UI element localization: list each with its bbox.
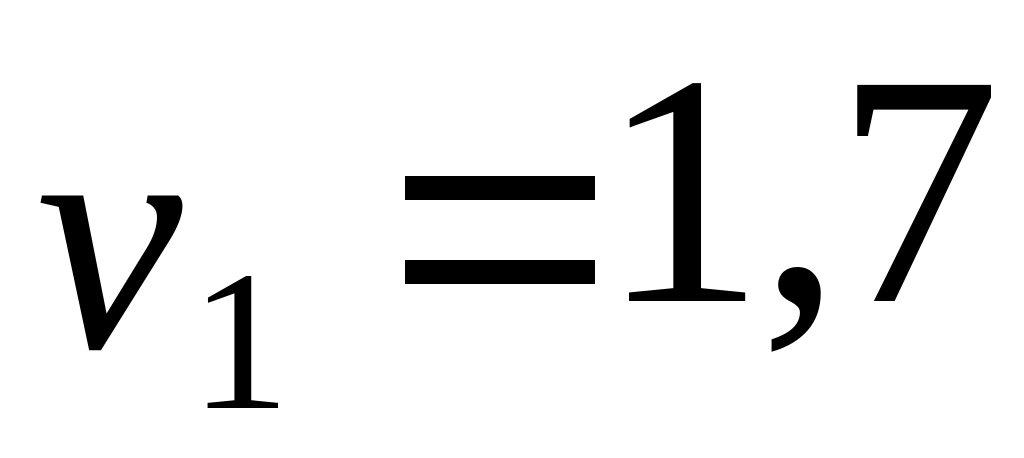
equals-bar-top bbox=[405, 176, 595, 200]
equals-sign bbox=[405, 176, 595, 284]
value: 1,7 bbox=[600, 8, 1000, 373]
subscript-index: 1 bbox=[190, 231, 290, 452]
equals-bar-bottom bbox=[405, 260, 595, 284]
variable-nu: ν bbox=[36, 54, 183, 419]
